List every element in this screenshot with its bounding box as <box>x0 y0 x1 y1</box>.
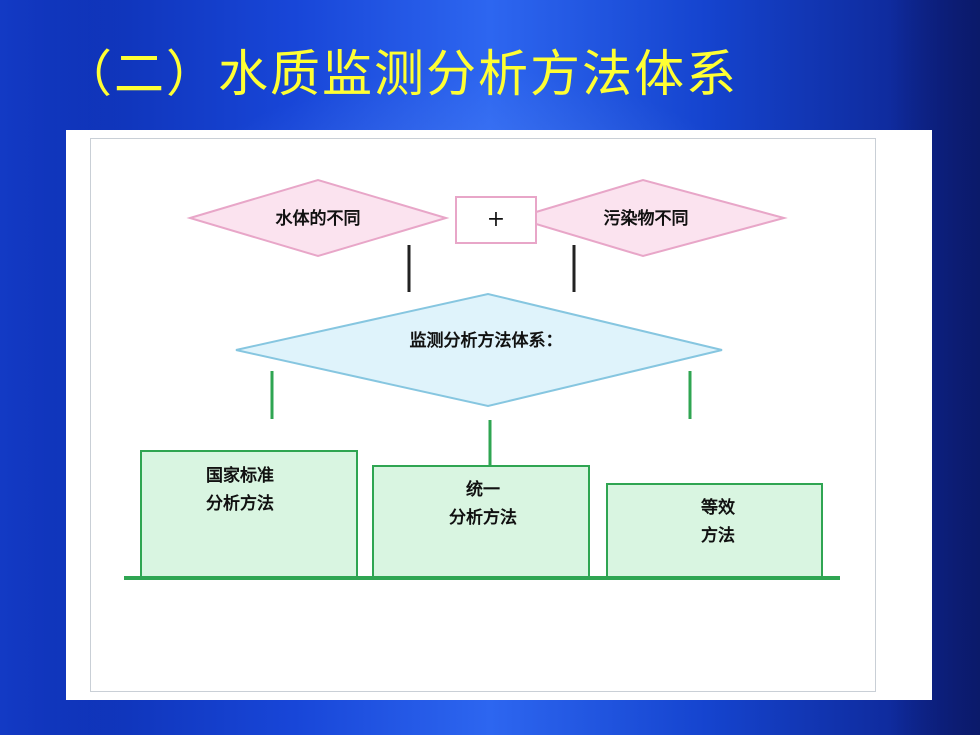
diagram-panel: 水体的不同 + 污染物不同 监测分析方法体系： 国家标准 分析方法 统一 分析方… <box>66 130 932 700</box>
diamond-system <box>235 292 723 408</box>
page-title: （二）水质监测分析方法体系 <box>62 45 738 103</box>
panel-frame <box>90 138 876 692</box>
label-system: 监测分析方法体系： <box>409 331 563 351</box>
label-water-body: 水体的不同 <box>275 209 361 229</box>
diagram-svg <box>124 178 840 580</box>
label-national-standard: 国家标准 分析方法 <box>206 466 274 514</box>
box-unified <box>372 465 590 579</box>
label-unified: 统一 分析方法 <box>449 480 517 528</box>
diamond-water-body <box>186 178 450 258</box>
label-equivalent: 等效 方法 <box>701 498 735 546</box>
box-national-standard <box>140 450 358 579</box>
diamond-pollutant <box>512 178 788 258</box>
plus-box <box>455 196 537 244</box>
label-pollutant: 污染物不同 <box>603 209 689 229</box>
box-equivalent <box>606 483 823 579</box>
label-plus: + <box>486 207 506 232</box>
